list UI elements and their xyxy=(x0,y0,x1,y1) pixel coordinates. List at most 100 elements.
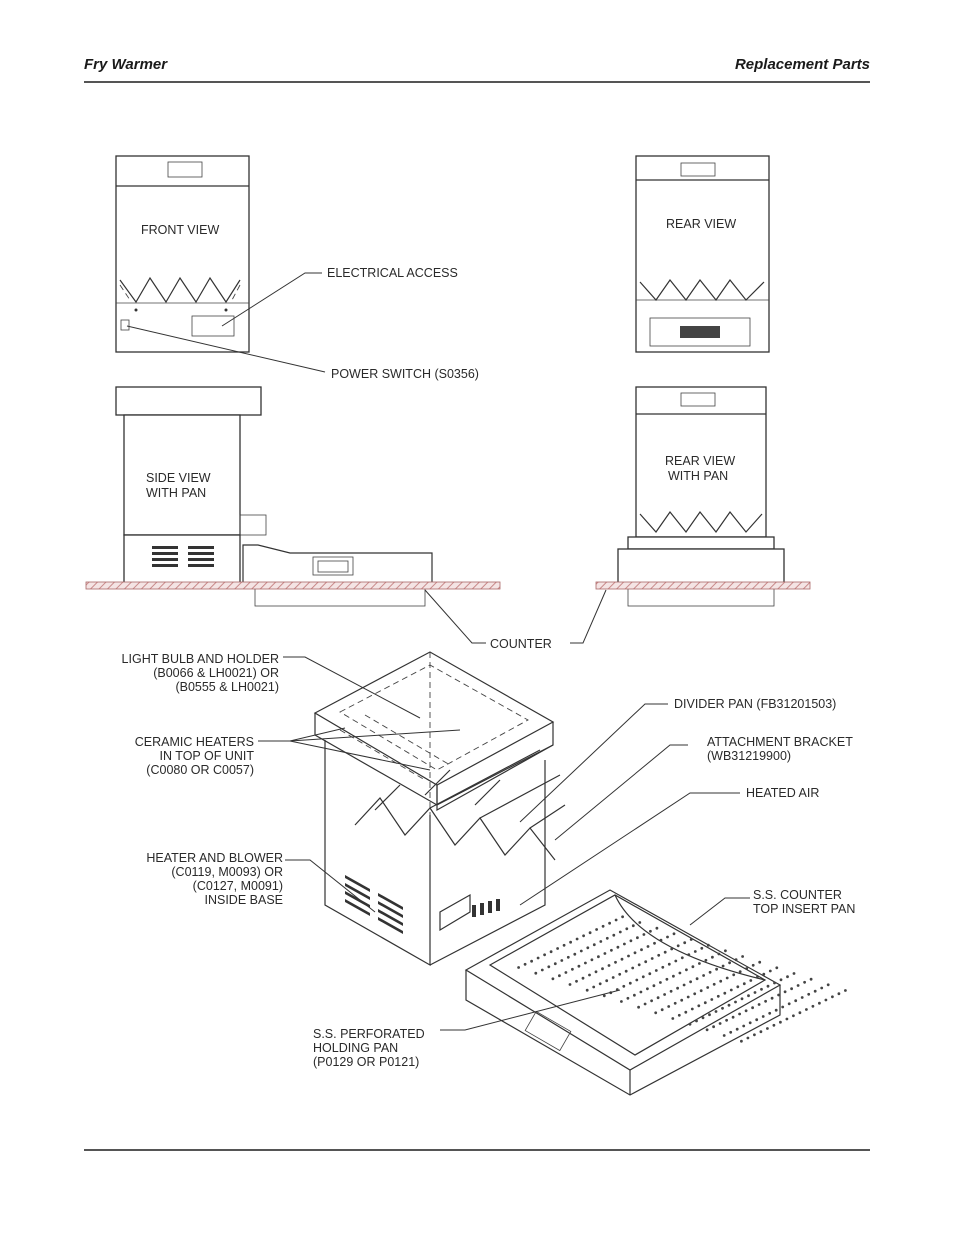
perforation-dot xyxy=(536,956,540,960)
perforation-dot xyxy=(678,971,682,975)
perforation-dot xyxy=(622,984,626,988)
perforation-dot xyxy=(631,924,635,928)
perforation-dot xyxy=(800,996,804,999)
perforation-dot xyxy=(665,977,669,981)
perforation-dot xyxy=(667,962,671,966)
perforation-dot xyxy=(629,939,633,943)
perforation-dot xyxy=(809,977,813,981)
perforation-dot xyxy=(652,984,656,988)
perforation-dot xyxy=(659,938,663,942)
perforation-dot xyxy=(590,958,594,962)
perforation-dot xyxy=(708,1013,711,1017)
perforation-dot xyxy=(742,1024,746,1028)
perforation-dot xyxy=(745,967,749,970)
perforation-dot xyxy=(642,933,646,936)
perforation-dot xyxy=(708,970,712,974)
perforation-dot xyxy=(772,1023,776,1027)
perforation-dot xyxy=(744,1009,748,1013)
perforation-dot xyxy=(723,991,727,995)
perforation-dot xyxy=(798,1011,802,1015)
perforation-dot xyxy=(575,937,579,941)
perforation-dot xyxy=(741,955,744,958)
perforation-dot xyxy=(813,989,817,993)
perforation-dot xyxy=(722,1034,726,1037)
perforation-dot xyxy=(551,977,555,981)
rear-view-drawing: REAR VIEW xyxy=(635,155,770,353)
perforation-dot xyxy=(595,928,598,931)
perforation-dot xyxy=(669,989,673,993)
perforation-dot xyxy=(753,991,757,994)
perforation-dot xyxy=(603,952,607,955)
perforation-dot xyxy=(738,970,742,974)
perforation-dot xyxy=(803,980,806,984)
perforation-dot xyxy=(680,998,684,1002)
perforation-dot xyxy=(558,974,561,978)
perforation-dot xyxy=(783,990,787,994)
perforation-dot xyxy=(755,975,759,979)
perforation-dot xyxy=(676,986,679,990)
perforation-dot xyxy=(740,997,744,1001)
perforation-dot xyxy=(787,1002,791,1006)
perforation-dot xyxy=(592,985,596,989)
perforation-dot xyxy=(579,949,583,953)
perforation-dot xyxy=(637,1005,640,1009)
header-rule xyxy=(84,81,870,83)
perforation-dot xyxy=(761,1015,765,1018)
perforation-dot xyxy=(831,995,834,999)
perforation-dot xyxy=(706,943,710,947)
perforation-dot xyxy=(628,981,632,985)
perforation-dot xyxy=(610,948,613,952)
ceramic-heaters-label-line1: CERAMIC HEATERS xyxy=(135,735,254,749)
perforation-dot xyxy=(693,992,697,996)
perforation-dot xyxy=(621,915,624,919)
perforation-dot xyxy=(711,955,714,959)
perforation-dot xyxy=(688,1022,692,1026)
counter-insert-label-line2: TOP INSERT PAN xyxy=(753,902,855,916)
perforation-dot xyxy=(547,965,551,969)
isometric-drawing xyxy=(313,651,782,1096)
perforation-dot xyxy=(646,945,650,948)
perforation-dot xyxy=(644,960,648,964)
perforation-dot xyxy=(638,921,642,924)
perforation-dot xyxy=(824,998,828,1002)
perforation-dot xyxy=(660,1008,664,1012)
perforation-dot xyxy=(786,975,789,979)
perforation-dot xyxy=(683,941,687,945)
perforation-dot xyxy=(689,980,692,984)
perforation-dot xyxy=(734,1000,737,1004)
perforation-dot xyxy=(760,987,763,991)
perforation-dot xyxy=(732,973,736,977)
heater-blower-label-line3: (C0127, M0091) xyxy=(193,879,283,893)
front-view-drawing: FRONT VIEW xyxy=(115,155,250,353)
perforated-pan-label-line2: HOLDING PAN xyxy=(313,1041,398,1055)
perforation-dot xyxy=(746,1036,750,1040)
perforation-dot xyxy=(712,1025,715,1029)
perforation-dot xyxy=(549,950,553,954)
perforation-dot xyxy=(601,924,605,928)
perforation-dot xyxy=(690,1007,694,1011)
perforation-dot xyxy=(564,971,568,974)
heater-blower-label-line1: HEATER AND BLOWER xyxy=(146,851,283,865)
perforation-dot xyxy=(575,979,578,983)
perforation-dot xyxy=(721,1006,724,1010)
counter-left xyxy=(85,581,501,590)
perforation-dot xyxy=(602,994,606,998)
perforation-dot xyxy=(635,978,639,982)
perforation-dot xyxy=(758,960,762,964)
perforation-dot xyxy=(556,947,559,950)
perforation-dot xyxy=(588,931,592,935)
perforation-dot xyxy=(724,949,727,953)
perforation-dot xyxy=(691,965,695,969)
perforation-dot xyxy=(764,999,767,1003)
perforation-dot xyxy=(614,960,617,964)
perforation-dot xyxy=(566,955,570,959)
perforation-dot xyxy=(725,976,729,980)
perforation-dot xyxy=(655,926,659,930)
perforation-dot xyxy=(620,1000,623,1003)
perforation-dot xyxy=(540,968,544,972)
ceramic-heaters-label-line2: IN TOP OF UNIT xyxy=(160,749,255,763)
heated-air-label: HEATED AIR xyxy=(746,786,819,800)
perforation-dot xyxy=(616,945,620,949)
perforation-dot xyxy=(614,918,618,922)
perforation-dot xyxy=(657,953,661,957)
